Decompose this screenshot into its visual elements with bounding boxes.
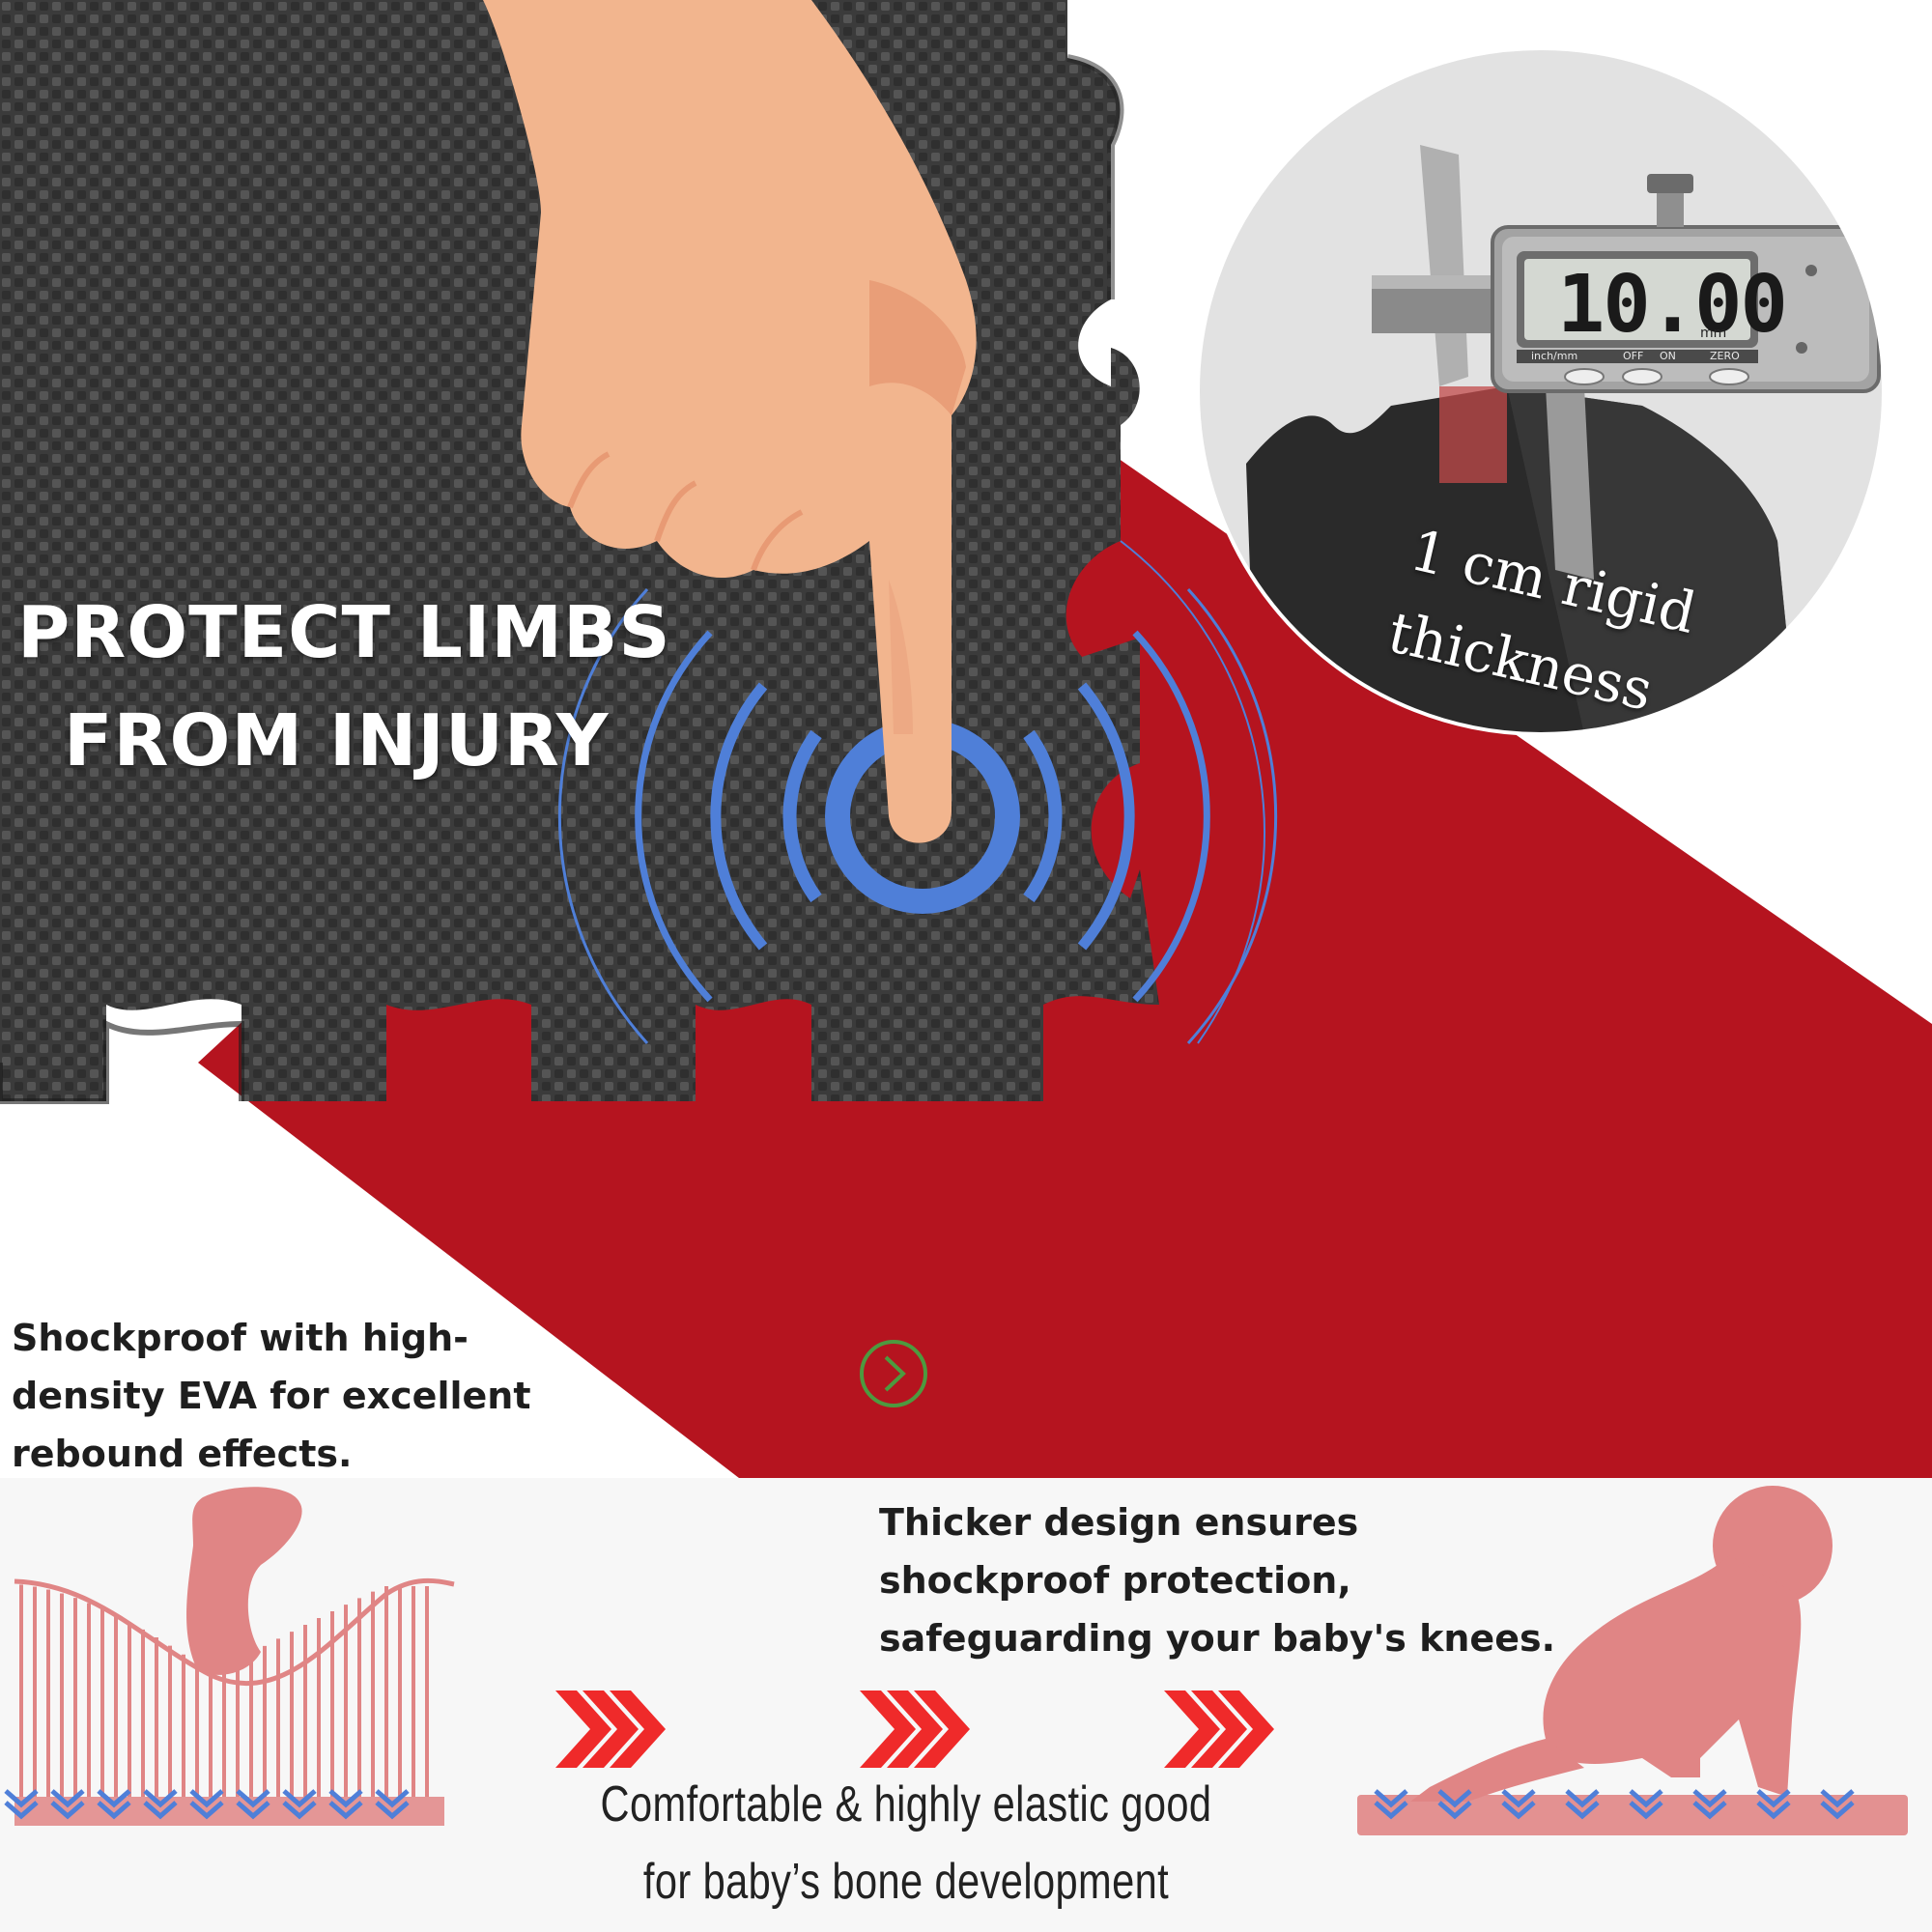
red-arrow-chevron — [860, 1690, 916, 1768]
caliper-button-inch-mm: inch/mm — [1531, 350, 1578, 362]
chevron-down-icon — [1756, 1789, 1791, 1808]
spring-foam-illustration — [14, 1487, 455, 1826]
chevron-down-icon — [1820, 1801, 1855, 1820]
hand-illustration — [483, 0, 977, 843]
chevron-down-icon — [50, 1789, 85, 1808]
feature-right-line-3: safeguarding your baby's knees. — [879, 1617, 1556, 1660]
red-arrow-chevron — [1191, 1690, 1247, 1768]
caliper-unit: mm — [1700, 326, 1727, 341]
red-arrow-chevron — [555, 1690, 611, 1768]
red-arrow-chevron — [1218, 1690, 1274, 1768]
chevron-down-icon — [375, 1789, 410, 1808]
caliper-button-zero: ZERO — [1710, 350, 1740, 362]
chevron-down-icon — [1501, 1801, 1536, 1820]
chevron-down-icon — [1565, 1801, 1600, 1820]
chevron-down-icon — [236, 1789, 270, 1808]
feature-left-line-3: rebound effects. — [12, 1433, 353, 1475]
feature-right-line-1: Thicker design ensures — [879, 1501, 1359, 1544]
chevron-down-icon — [1501, 1789, 1536, 1808]
chevron-down-icon — [1437, 1801, 1472, 1820]
feature-left-line-2: density EVA for excellent — [12, 1375, 531, 1417]
caliper-photo — [1198, 48, 1884, 734]
chevron-down-icon — [1820, 1789, 1855, 1808]
blue-chevrons-right — [1374, 1789, 1855, 1820]
caliper-reading: 10.00 — [1557, 259, 1788, 351]
chevron-down-icon — [375, 1801, 410, 1820]
chevron-down-icon — [1629, 1801, 1663, 1820]
chevron-down-icon — [4, 1789, 39, 1808]
caliper-button-off: OFF — [1623, 350, 1644, 362]
chevron-down-icon — [328, 1789, 363, 1808]
chevron-down-icon — [1629, 1789, 1663, 1808]
triple-chevron-right-icon — [555, 1690, 1274, 1768]
bottom-caption-line-2: for baby’s bone development — [642, 1854, 1170, 1910]
chevron-down-icon — [97, 1801, 131, 1820]
red-arrow-chevron — [1164, 1690, 1220, 1768]
feature-right-line-2: shockproof protection, — [879, 1559, 1351, 1602]
chevron-down-icon — [4, 1801, 39, 1820]
chevron-down-icon — [236, 1801, 270, 1820]
chevron-down-icon — [189, 1801, 224, 1820]
chevron-down-icon — [143, 1801, 178, 1820]
red-arrow-chevron — [887, 1690, 943, 1768]
caliper-button-on: ON — [1660, 350, 1676, 362]
chevron-down-icon — [50, 1801, 85, 1820]
blue-chevrons-left — [4, 1789, 410, 1820]
chevron-right-circle-icon — [860, 1340, 927, 1407]
red-arrow-chevron — [610, 1690, 666, 1768]
headline-line-2: FROM INJURY — [64, 699, 610, 782]
headline-line-1: PROTECT LIMBS — [17, 591, 671, 674]
feature-left-line-1: Shockproof with high- — [12, 1317, 469, 1359]
chevron-down-icon — [1756, 1801, 1791, 1820]
chevron-down-icon — [143, 1789, 178, 1808]
chevron-down-icon — [1437, 1789, 1472, 1808]
chevron-down-icon — [97, 1789, 131, 1808]
chevron-down-icon — [1565, 1789, 1600, 1808]
bottom-caption-line-1: Comfortable & highly elastic good — [600, 1776, 1212, 1833]
chevron-down-icon — [1374, 1801, 1408, 1820]
chevron-down-icon — [328, 1801, 363, 1820]
red-arrow-chevron — [582, 1690, 639, 1768]
chevron-down-icon — [282, 1789, 317, 1808]
chevron-down-icon — [1374, 1789, 1408, 1808]
chevron-down-icon — [1692, 1801, 1727, 1820]
crawling-baby-illustration — [1357, 1486, 1908, 1835]
chevron-down-icon — [282, 1801, 317, 1820]
red-arrow-chevron — [914, 1690, 970, 1768]
chevron-down-icon — [1692, 1789, 1727, 1808]
chevron-down-icon — [189, 1789, 224, 1808]
